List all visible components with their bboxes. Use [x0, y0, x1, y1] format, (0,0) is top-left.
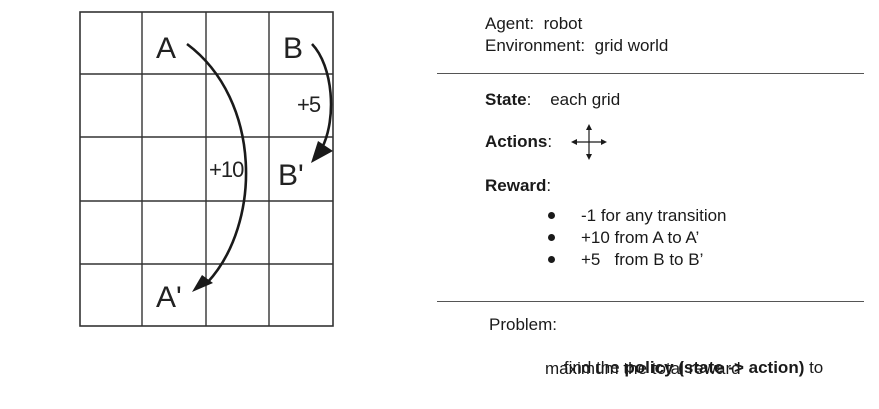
- divider-bottom: [437, 301, 864, 302]
- actions-colon: :: [547, 132, 553, 151]
- cell-label-b: B: [283, 32, 303, 65]
- state-label: State: [485, 90, 527, 109]
- cell-label-a-prime: A': [156, 281, 182, 314]
- problem-label: Problem:: [489, 315, 558, 334]
- agent-line: Agent: robot: [485, 14, 582, 34]
- cell-label-b-prime: B': [278, 159, 304, 192]
- reward-item: -1 for any transition: [581, 206, 727, 225]
- reward-line: Reward:: [485, 176, 551, 196]
- state-colon: :: [526, 90, 532, 109]
- bullet-dot: [548, 212, 555, 219]
- reward-label: Reward: [485, 176, 547, 195]
- environment-label: Environment:: [485, 36, 586, 55]
- divider-top: [437, 73, 864, 74]
- state-line: State: each grid: [485, 90, 620, 110]
- bullet-dot: [548, 256, 555, 263]
- four-way-arrow-icon: [571, 124, 607, 160]
- transition-arrow-b: [311, 43, 333, 149]
- reward-label-a: +10: [209, 157, 244, 182]
- info-panel: Agent: robot Environment: grid world Sta…: [437, 0, 867, 409]
- reward-colon: :: [546, 176, 552, 195]
- problem-bold: policy (state -> action): [624, 358, 805, 377]
- environment-line: Environment: grid world: [485, 36, 668, 56]
- environment-value: grid world: [594, 36, 669, 55]
- reward-item: +10 from A to A’: [581, 228, 700, 247]
- reward-label-b: +5: [297, 92, 321, 117]
- state-value: each grid: [550, 90, 621, 109]
- problem-suffix: to: [804, 358, 824, 377]
- arrowhead-a: [192, 275, 213, 292]
- problem-prefix: find the: [563, 358, 625, 377]
- cell-label-a: A: [156, 32, 176, 65]
- actions-line: Actions:: [485, 132, 552, 152]
- reward-item: +5 from B to B’: [581, 250, 704, 269]
- actions-label: Actions: [485, 132, 548, 151]
- agent-label: Agent:: [485, 14, 535, 33]
- transition-arrow-a: [186, 42, 248, 284]
- agent-value: robot: [543, 14, 583, 33]
- bullet-dot: [548, 234, 555, 241]
- problem-line-1: find the policy (state -> action) to: [545, 338, 823, 398]
- problem-line-2: maximum the total reward: [545, 359, 741, 378]
- arrowhead-b: [311, 141, 333, 163]
